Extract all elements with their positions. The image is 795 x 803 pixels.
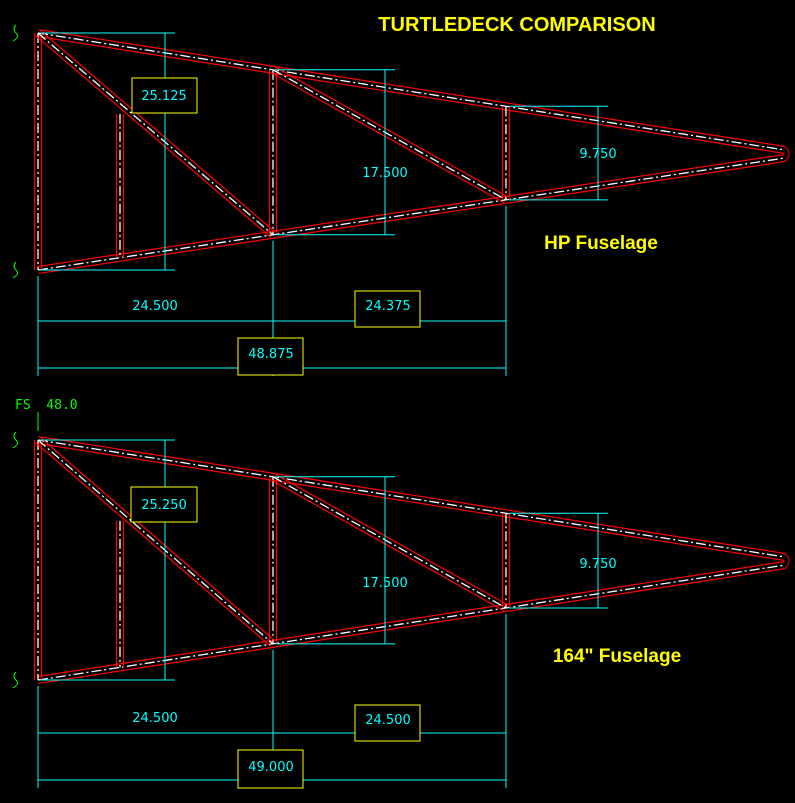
diagonal-member-edge [270, 479, 505, 612]
bottom-longeron-edge [37, 153, 785, 268]
top-longeron-edge [37, 35, 785, 155]
top-longeron-edge [38, 28, 786, 148]
top-longeron-centerline [37, 32, 786, 151]
bay2-box [354, 704, 421, 742]
overall-box [237, 749, 304, 789]
diagonal-member-centerline [37, 32, 274, 236]
top-longeron-edge [38, 435, 786, 555]
diagonal-member-edge [39, 436, 276, 642]
break-line-icon [12, 24, 18, 42]
hp-fuselage-label: HP Fuselage [544, 233, 658, 254]
diagonal-member-centerline [272, 69, 507, 201]
diagonal-member-centerline [272, 476, 507, 609]
mid-height-dim: 17.500 [362, 576, 408, 591]
rear-height-dim: 9.750 [579, 147, 616, 162]
diagonal-member-edge [35, 442, 272, 647]
bottom-longeron-edge [38, 567, 786, 685]
front-height-dim: 25.125 [141, 89, 187, 104]
break-line-icon [12, 431, 18, 449]
diagonal-member-centerline [37, 439, 274, 645]
overall-dim: 48.875 [248, 347, 294, 362]
hp-fuselage-truss [12, 24, 790, 376]
bay1-dim: 24.500 [132, 711, 178, 726]
mid-height-dim: 17.500 [362, 166, 408, 181]
front-height-box [130, 486, 198, 523]
overall-dim: 49.000 [248, 760, 294, 775]
rear-height-dim: 9.750 [579, 557, 616, 572]
front-height-dim: 25.250 [141, 498, 187, 513]
top-longeron-centerline [37, 439, 786, 558]
tail-post [780, 552, 790, 570]
break-line-icon [12, 671, 18, 689]
bay2-dim: 24.500 [365, 713, 411, 728]
164-fuselage-truss [12, 431, 790, 788]
bay2-dim: 24.375 [365, 299, 411, 314]
break-line-icon [12, 261, 18, 279]
top-longeron-edge [37, 442, 785, 562]
diagonal-member-edge [39, 29, 276, 233]
front-height-box [131, 77, 198, 114]
bottom-longeron-centerline [37, 157, 786, 271]
bay1-dim: 24.500 [132, 299, 178, 314]
diagonal-member-edge [35, 35, 272, 238]
diagonal-member-edge [271, 72, 505, 204]
station-label: FS 48.0 [15, 398, 78, 413]
diagonal-member-edge [274, 473, 509, 606]
bottom-longeron-edge [37, 560, 785, 678]
164-fuselage-label: 164" Fuselage [553, 646, 681, 667]
drawing-title: TURTLEDECK COMPARISON [378, 14, 655, 36]
bay2-box [354, 290, 421, 328]
overall-box [237, 337, 304, 376]
bottom-longeron-edge [38, 160, 786, 275]
diagonal-member-edge [274, 66, 508, 198]
tail-post [780, 145, 790, 163]
